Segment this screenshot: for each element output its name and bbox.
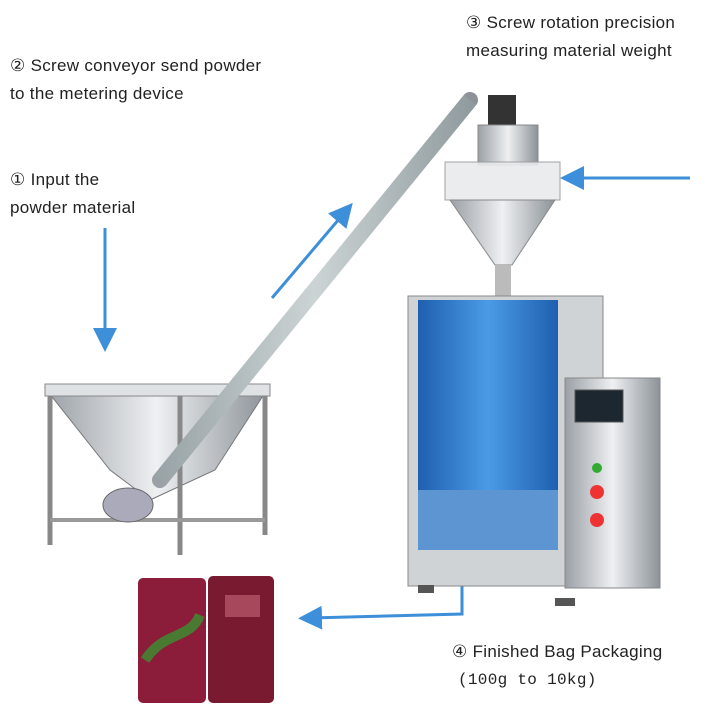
screw-conveyor bbox=[152, 92, 478, 488]
touch-screen bbox=[574, 389, 624, 423]
vertical-packing-machine bbox=[407, 295, 661, 606]
step2-label: ② Screw conveyor send powder to the mete… bbox=[10, 52, 261, 108]
auger-filler bbox=[444, 95, 561, 297]
flow-arrows bbox=[93, 166, 690, 630]
step3-label: ③ Screw rotation precision measuring mat… bbox=[466, 9, 675, 65]
step4-line1: ④ Finished Bag Packaging bbox=[452, 642, 663, 661]
step1-line2: powder material bbox=[10, 198, 136, 217]
feeding-hopper bbox=[43, 383, 271, 555]
step2-line1: ② Screw conveyor send powder bbox=[10, 56, 262, 75]
step2-line2: to the metering device bbox=[10, 84, 184, 103]
step1-line1: ① Input the bbox=[10, 170, 100, 189]
step3-line2: measuring material weight bbox=[466, 41, 672, 60]
arrow-bag-icon bbox=[298, 578, 464, 630]
arrow-up-right-icon bbox=[270, 202, 353, 299]
step4-line2: (100g to 10kg) bbox=[458, 671, 597, 689]
step3-line1: ③ Screw rotation precision bbox=[466, 13, 676, 32]
finished-bags bbox=[138, 576, 274, 703]
step1-label: ① Input the powder material bbox=[10, 166, 135, 222]
step4-label: ④ Finished Bag Packaging (100g to 10kg) bbox=[452, 638, 663, 694]
